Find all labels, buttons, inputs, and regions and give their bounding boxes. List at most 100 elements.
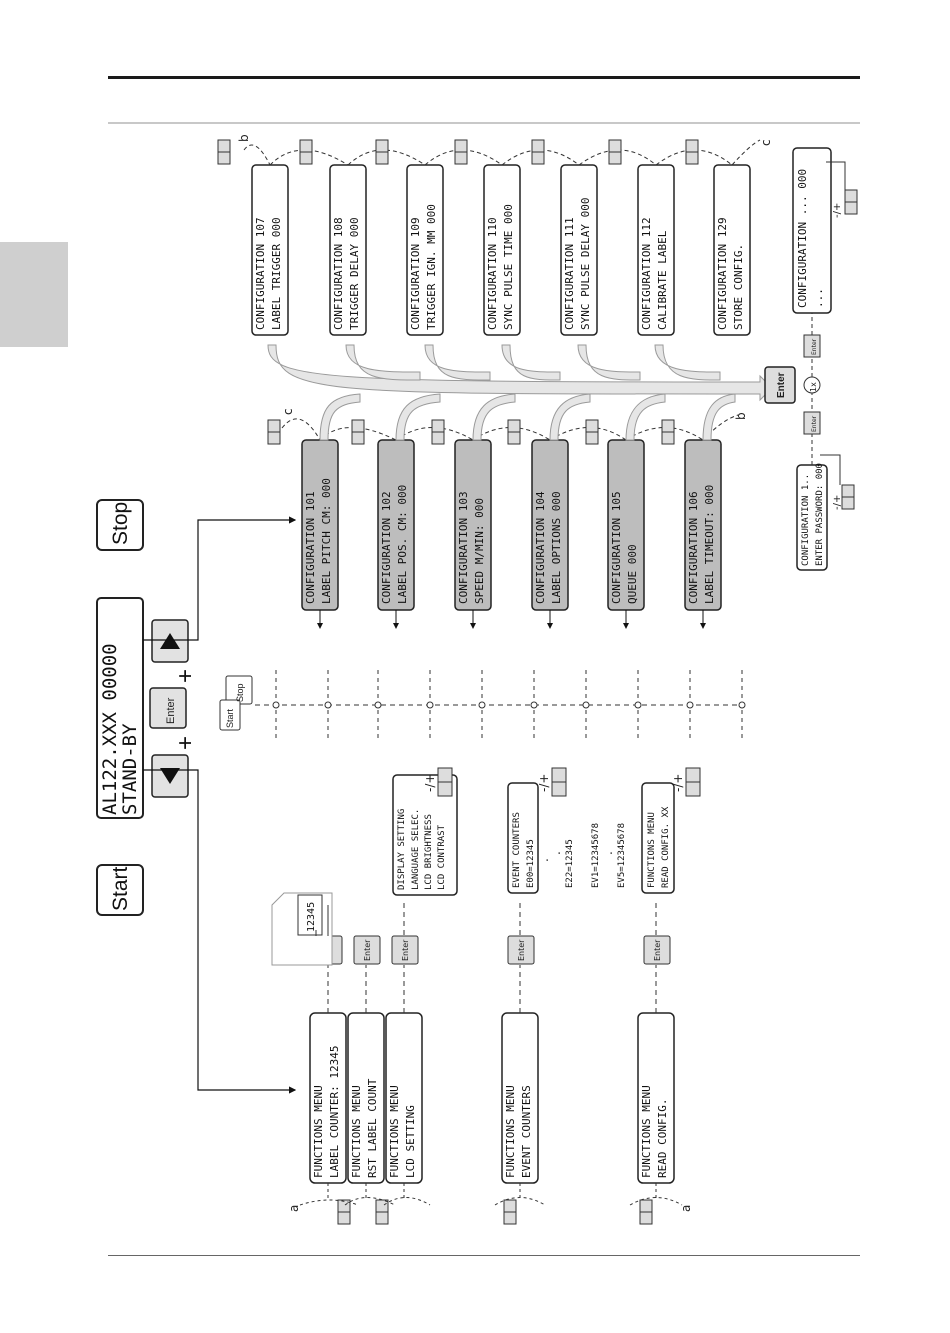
svg-text:CONFIGURATION 129: CONFIGURATION 129 bbox=[716, 217, 729, 330]
svg-text:CONFIGURATION 107: CONFIGURATION 107 bbox=[254, 217, 267, 330]
svg-text:Start: Start bbox=[225, 708, 235, 728]
enter-button-f4[interactable]: Enter bbox=[507, 935, 535, 965]
svg-text:CONFIGURATION ...: CONFIGURATION ... 000 bbox=[796, 169, 809, 308]
svg-text:CONFIGURATION 109: CONFIGURATION 109 bbox=[409, 217, 422, 330]
svg-text:Enter: Enter bbox=[363, 939, 372, 961]
svg-text:CONFIGURATION 1..: CONFIGURATION 1.. bbox=[801, 474, 811, 566]
enter-button-main[interactable]: Enter bbox=[149, 687, 187, 729]
functions-menu-2[interactable]: FUNCTIONS MENU RST LABEL COUNT bbox=[347, 1012, 385, 1184]
enter-button-f2[interactable]: Enter bbox=[353, 935, 381, 965]
config-102[interactable]: CONFIGURATION 102 LABEL POS. CM: 000 bbox=[377, 439, 415, 611]
svg-text:EVENT COUNTERS: EVENT COUNTERS bbox=[520, 1085, 533, 1178]
enter-key-small-2[interactable]: Enter bbox=[803, 334, 821, 358]
svg-text:...: ... bbox=[812, 288, 825, 308]
password-lcd: CONFIGURATION 1.. ENTER PASSWORD: 000 bbox=[796, 463, 828, 571]
config-111[interactable]: CONFIGURATION 111 SYNC PULSE DELAY 000 bbox=[560, 164, 598, 336]
svg-text:CONFIGURATION 101: CONFIGURATION 101 bbox=[304, 491, 317, 604]
svg-text:FUNCTIONS MENU: FUNCTIONS MENU bbox=[647, 812, 657, 888]
config-101[interactable]: CONFIGURATION 101 LABEL PITCH CM: 000 bbox=[301, 439, 339, 611]
enter-key-small-1[interactable]: Enter bbox=[803, 411, 821, 435]
svg-text:CONFIGURATION 104: CONFIGURATION 104 bbox=[534, 491, 547, 604]
enter-button-f3[interactable]: Enter bbox=[391, 935, 419, 965]
svg-text:LANGUAGE SELEC.: LANGUAGE SELEC. bbox=[411, 809, 421, 890]
svg-text:SPEED M/MIN: 000: SPEED M/MIN: 000 bbox=[473, 498, 486, 604]
svg-text:Enter: Enter bbox=[653, 939, 662, 961]
config-103[interactable]: CONFIGURATION 103 SPEED M/MIN: 000 bbox=[454, 439, 492, 611]
config-gray-column: CONFIGURATION 101 LABEL PITCH CM: 000 CO… bbox=[301, 439, 722, 611]
svg-text:Enter: Enter bbox=[811, 415, 818, 432]
config-108[interactable]: CONFIGURATION 108 TRIGGER DELAY 000 bbox=[329, 164, 367, 336]
header-subrule bbox=[108, 122, 860, 124]
config-129[interactable]: CONFIGURATION 129 STORE CONFIG. bbox=[713, 164, 751, 336]
svg-text:12345: 12345 bbox=[306, 902, 317, 932]
config-106[interactable]: CONFIGURATION 106 LABEL TIMEOUT: 000 bbox=[684, 439, 722, 611]
svg-text:-/+: -/+ bbox=[537, 774, 551, 792]
config-104[interactable]: CONFIGURATION 104 LABEL OPTIONS 000 bbox=[531, 439, 569, 611]
svg-text:LABEL TIMEOUT: 000: LABEL TIMEOUT: 000 bbox=[703, 485, 716, 604]
config-109[interactable]: CONFIGURATION 109 TRIGGER IGN. MM 000 bbox=[406, 164, 444, 336]
nav-keys-gray[interactable] bbox=[267, 419, 675, 445]
config-112[interactable]: CONFIGURATION 112 CALIBRATE LABEL bbox=[637, 164, 675, 336]
generic-config-lcd: CONFIGURATION ... 000 ... bbox=[792, 147, 832, 314]
config-white-column: CONFIGURATION 107 LABEL TRIGGER 000 CONF… bbox=[251, 164, 751, 336]
svg-text:FUNCTIONS MENU: FUNCTIONS MENU bbox=[640, 1085, 653, 1178]
nav-keys-white[interactable] bbox=[217, 139, 699, 165]
svg-text:Stop: Stop bbox=[109, 502, 132, 545]
loop-marker-a-1: a bbox=[287, 1205, 301, 1212]
svg-text:.: . bbox=[549, 851, 563, 855]
functions-menu-1[interactable]: FUNCTIONS MENU LABEL COUNTER: 12345 bbox=[309, 1012, 347, 1184]
svg-text:EV1=12345678: EV1=12345678 bbox=[591, 823, 601, 888]
svg-text:FUNCTIONS MENU: FUNCTIONS MENU bbox=[350, 1085, 363, 1178]
status-line-1: AL122.XXX 00000 bbox=[99, 643, 121, 815]
once-indicator: 1x bbox=[803, 376, 821, 394]
status-line-2: STAND-BY bbox=[119, 723, 141, 815]
read-config-lcd: FUNCTIONS MENU READ CONFIG. XX bbox=[641, 782, 675, 894]
down-arrow-button[interactable] bbox=[151, 754, 189, 798]
footer-rule bbox=[108, 1255, 860, 1256]
functions-menu-3[interactable]: FUNCTIONS MENU LCD SETTING bbox=[385, 1012, 423, 1184]
config-110[interactable]: CONFIGURATION 110 SYNC PULSE TIME 000 bbox=[483, 164, 521, 336]
svg-text:E22=12345: E22=12345 bbox=[565, 839, 575, 888]
svg-text:FUNCTIONS MENU: FUNCTIONS MENU bbox=[504, 1085, 517, 1178]
svg-text:CONFIGURATION 106: CONFIGURATION 106 bbox=[687, 491, 700, 604]
minus-plus-keys-password[interactable]: -/+ bbox=[820, 454, 855, 510]
enter-button-f5[interactable]: Enter bbox=[643, 935, 671, 965]
minus-plus-keys-1[interactable]: -/+ bbox=[423, 767, 453, 797]
stop-button[interactable]: Stop bbox=[96, 499, 144, 551]
svg-text:Enter: Enter bbox=[776, 372, 787, 398]
config-107[interactable]: CONFIGURATION 107 LABEL TRIGGER 000 bbox=[251, 164, 289, 336]
start-button[interactable]: Start bbox=[96, 864, 144, 916]
minus-plus-keys-2[interactable]: -/+ bbox=[537, 767, 567, 797]
svg-text:-/+: -/+ bbox=[832, 495, 843, 510]
svg-text:.: . bbox=[537, 858, 551, 862]
functions-menu-5[interactable]: FUNCTIONS MENU READ CONFIG. bbox=[637, 1012, 675, 1184]
svg-text:Stop: Stop bbox=[235, 683, 245, 702]
label-counter-slip: 12345 bbox=[271, 892, 333, 966]
up-arrow-button[interactable] bbox=[151, 619, 189, 663]
flow-arrows bbox=[267, 344, 773, 441]
svg-text:LABEL TRIGGER 000: LABEL TRIGGER 000 bbox=[270, 217, 283, 330]
svg-text:LCD CONTRAST: LCD CONTRAST bbox=[437, 824, 447, 890]
svg-text:LABEL POS. CM: 000: LABEL POS. CM: 000 bbox=[396, 485, 409, 604]
minus-plus-keys-3[interactable]: -/+ bbox=[671, 767, 701, 797]
svg-text:E00=12345: E00=12345 bbox=[526, 839, 536, 888]
config-105[interactable]: CONFIGURATION 105 QUEUE 000 bbox=[607, 439, 645, 611]
svg-text:LCD SETTING: LCD SETTING bbox=[404, 1105, 417, 1178]
svg-text:SYNC PULSE DELAY 000: SYNC PULSE DELAY 000 bbox=[579, 198, 592, 330]
svg-text:CONFIGURATION 108: CONFIGURATION 108 bbox=[332, 217, 345, 330]
up-triangle-icon bbox=[160, 633, 180, 649]
svg-text:EVENT COUNTERS: EVENT COUNTERS bbox=[512, 812, 522, 888]
svg-text:LCD BRIGHTNESS: LCD BRIGHTNESS bbox=[424, 814, 434, 890]
functions-menu-4[interactable]: FUNCTIONS MENU EVENT COUNTERS bbox=[501, 1012, 539, 1184]
loop-marker-b-2: b bbox=[237, 134, 251, 142]
svg-text:LABEL COUNTER: 12345: LABEL COUNTER: 12345 bbox=[328, 1046, 341, 1178]
svg-text:QUEUE 000: QUEUE 000 bbox=[626, 544, 639, 604]
svg-text:1x: 1x bbox=[809, 382, 818, 392]
minus-plus-keys-generic[interactable]: -/+ bbox=[826, 161, 858, 218]
svg-text:STORE CONFIG.: STORE CONFIG. bbox=[732, 244, 745, 330]
nav-keys-functions[interactable] bbox=[337, 1199, 653, 1225]
event-counters-lcd: EVENT COUNTERS E00=12345 E22=12345 EV1=1… bbox=[507, 782, 627, 894]
enter-button-store[interactable]: Enter bbox=[764, 366, 796, 404]
svg-text:Enter: Enter bbox=[401, 939, 410, 961]
